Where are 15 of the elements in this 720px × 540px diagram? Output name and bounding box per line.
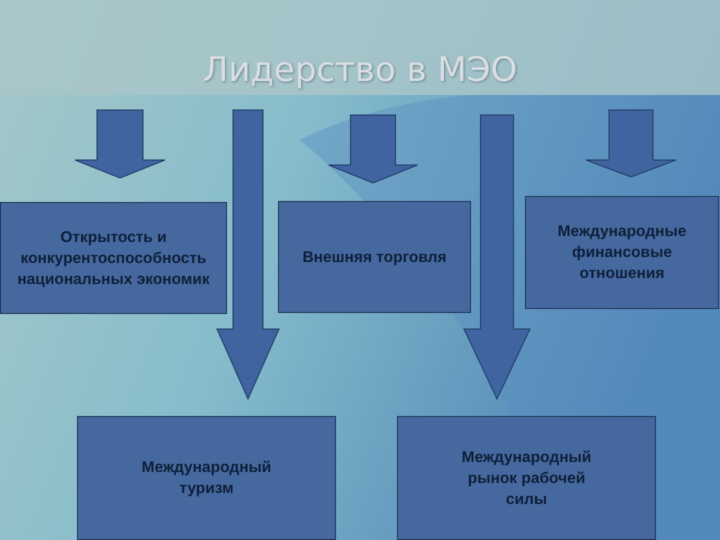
topic-box bbox=[278, 201, 471, 313]
topic-label: Внешняя торговля bbox=[301, 248, 448, 268]
block-arrow bbox=[74, 110, 166, 179]
topic-label: Международный туризм bbox=[140, 458, 272, 499]
topic-box bbox=[397, 416, 656, 540]
block-arrow bbox=[463, 114, 531, 400]
block-arrow bbox=[328, 114, 418, 184]
block-arrow bbox=[586, 110, 676, 178]
topic-box bbox=[525, 196, 719, 309]
topic-label: Международные финансовые отношения bbox=[556, 222, 688, 284]
topic-box bbox=[0, 202, 227, 314]
topic-label: Международный рынок рабочей силы bbox=[460, 448, 592, 510]
block-arrow bbox=[216, 110, 280, 400]
topic-label: Открытость и конкурентоспособность национальных экономик bbox=[16, 228, 211, 290]
topic-box bbox=[77, 416, 336, 540]
